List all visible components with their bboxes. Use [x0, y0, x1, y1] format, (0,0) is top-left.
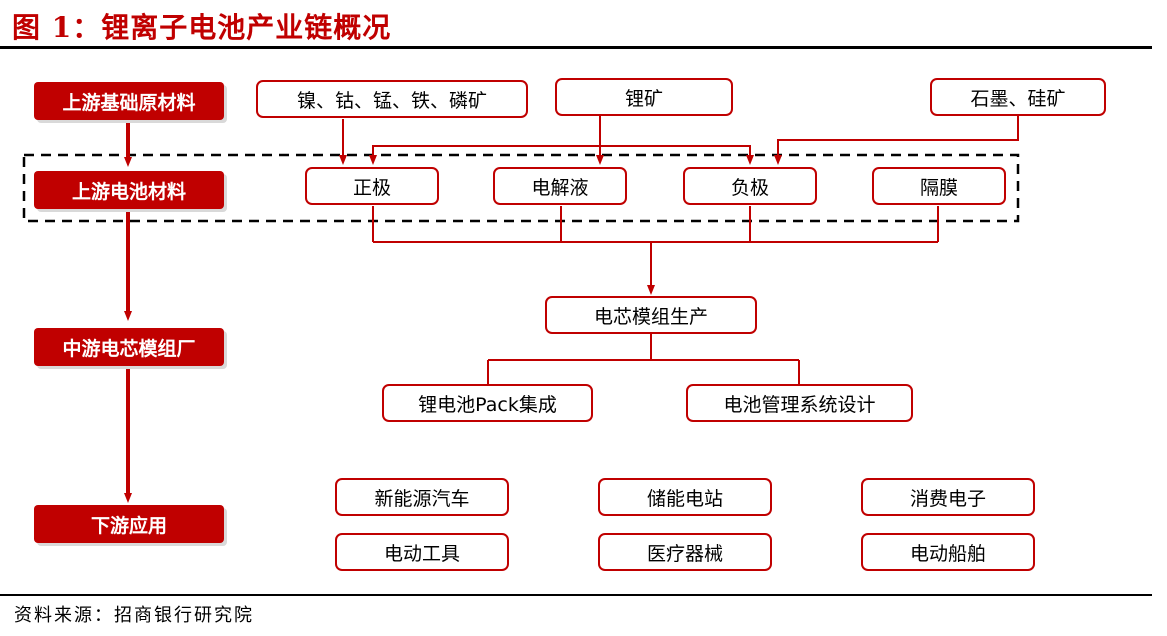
figure-title: 图 1：锂离子电池产业链概况: [12, 11, 392, 44]
app-medical-box: 医疗器械: [598, 533, 772, 571]
raw-graphite-box: 石墨、硅矿: [930, 78, 1106, 116]
stage-upstream-battery: 上游电池材料: [34, 171, 224, 209]
battery-materials-group: [22, 153, 1020, 223]
cell-module-box: 电芯模组生产: [545, 296, 757, 334]
anode-box: 负极: [683, 167, 817, 205]
cathode-box: 正极: [305, 167, 439, 205]
pack-integration-box: 锂电池Pack集成: [382, 384, 593, 422]
separator-box: 隔膜: [872, 167, 1006, 205]
stage-upstream-raw: 上游基础原材料: [34, 82, 224, 120]
app-power-tools-box: 电动工具: [335, 533, 509, 571]
source-note: 资料来源：招商银行研究院: [14, 605, 254, 626]
app-ev-box: 新能源汽车: [335, 478, 509, 516]
title-rule: [0, 46, 1152, 49]
bms-design-box: 电池管理系统设计: [686, 384, 913, 422]
raw-metals-box: 镍、钴、锰、铁、磷矿: [256, 80, 528, 118]
electrolyte-box: 电解液: [493, 167, 627, 205]
stage-downstream: 下游应用: [34, 505, 224, 543]
app-storage-box: 储能电站: [598, 478, 772, 516]
raw-lithium-box: 锂矿: [555, 78, 733, 116]
app-ships-box: 电动船舶: [861, 533, 1035, 571]
source-rule: [0, 594, 1152, 596]
app-consumer-box: 消费电子: [861, 478, 1035, 516]
stage-midstream: 中游电芯模组厂: [34, 328, 224, 366]
